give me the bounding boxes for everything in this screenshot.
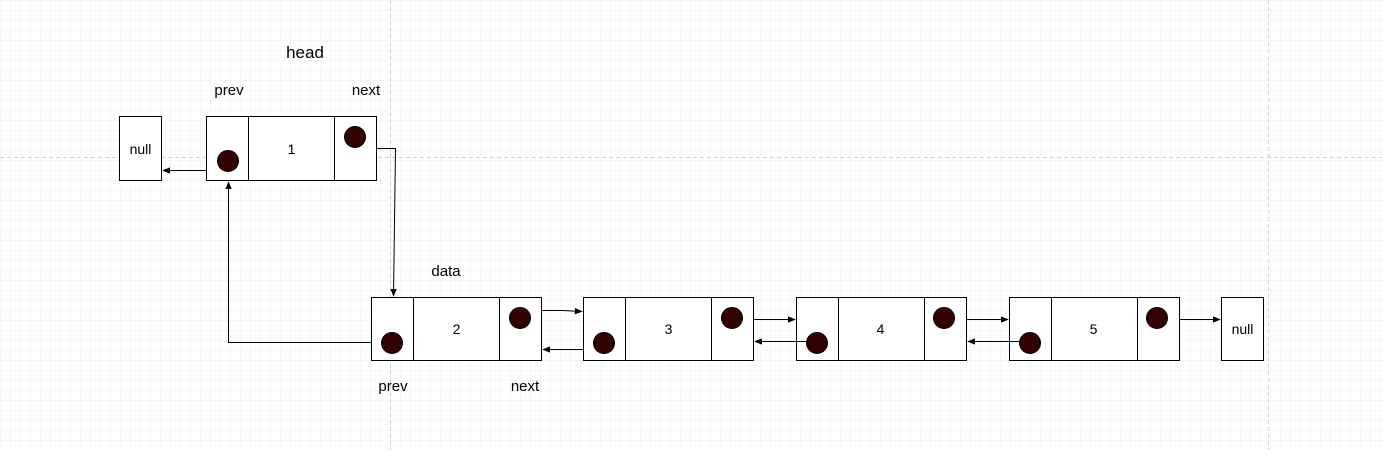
arrow-node2-next-to-node3 <box>542 307 583 315</box>
top-next-label: next <box>352 82 381 99</box>
null-left-text: null <box>130 141 152 157</box>
head-label: head <box>286 43 324 62</box>
node-value: 4 <box>877 321 885 337</box>
next-pointer-dot <box>1146 307 1168 329</box>
node-value: 3 <box>665 321 673 337</box>
top-prev-label: prev <box>214 82 244 99</box>
node-value: 1 <box>288 141 296 157</box>
prev-pointer-dot <box>217 150 239 172</box>
bottom-next-label: next <box>511 378 540 395</box>
data-label: data <box>431 263 461 280</box>
next-pointer-dot <box>721 307 743 329</box>
prev-pointer-dot <box>1019 332 1041 354</box>
next-pointer-dot <box>933 307 955 329</box>
next-pointer-dot <box>509 307 531 329</box>
arrow-node1-next-to-node2 <box>377 148 397 297</box>
pointer-arrows <box>162 148 1221 353</box>
bottom-prev-label: prev <box>378 378 408 395</box>
null-right-text: null <box>1232 321 1254 337</box>
null-box-right: null <box>1221 297 1264 361</box>
prev-pointer-dot <box>806 332 828 354</box>
node-value: 5 <box>1090 321 1098 337</box>
list-node-3: 3 <box>583 297 754 361</box>
null-box-left: null <box>119 116 162 181</box>
node-value: 2 <box>453 321 461 337</box>
list-node-4: 4 <box>796 297 967 361</box>
list-node-5: 5 <box>1009 297 1180 361</box>
list-node-1: 1 <box>206 116 377 181</box>
arrow-node2-prev-to-node1 <box>225 181 371 343</box>
next-pointer-dot <box>344 126 366 148</box>
prev-pointer-dot <box>381 332 403 354</box>
list-node-2: 2 <box>371 297 542 361</box>
prev-pointer-dot <box>593 332 615 354</box>
